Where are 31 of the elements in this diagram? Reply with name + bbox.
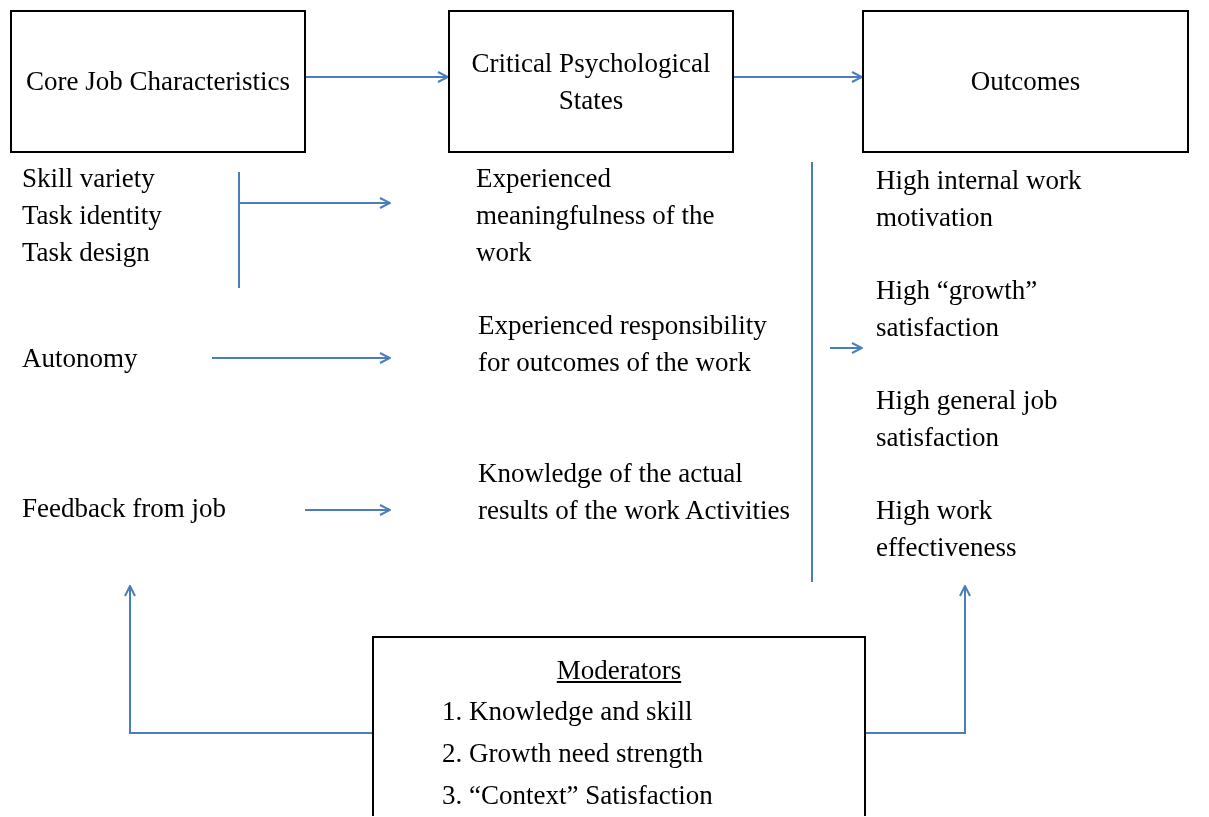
- node-text: Feedback from job: [22, 492, 227, 525]
- arrow: [829, 342, 863, 354]
- box-title: Critical Psychological States: [470, 46, 712, 117]
- process-box: [448, 10, 734, 153]
- outcome-text: High general job satisfaction: [876, 384, 1059, 454]
- box-title: Moderators: [556, 654, 682, 687]
- outcome-text: High internal work motivation: [876, 164, 1083, 234]
- node-text: Knowledge of the actual results of the work Activities: [478, 457, 791, 527]
- list-item: 1. Knowledge and skill: [441, 695, 693, 728]
- process-box: [10, 10, 306, 153]
- arrow: [865, 585, 971, 734]
- arrow: [733, 71, 863, 83]
- arrow: [239, 197, 391, 209]
- node-text: Task design: [22, 236, 151, 269]
- node-text: Autonomy: [22, 342, 139, 375]
- arrow: [305, 71, 449, 83]
- moderators-box: [372, 636, 866, 816]
- process-box: [862, 10, 1189, 153]
- arrow: [304, 504, 391, 516]
- node-text: Skill variety: [22, 162, 156, 195]
- list-item: 3. “Context” Satisfaction: [441, 779, 713, 812]
- box-title: Core Job Characteristics: [26, 65, 290, 98]
- outcome-text: High work effectiveness: [876, 494, 1018, 564]
- box-title: Outcomes: [970, 65, 1081, 98]
- arrow: [124, 585, 373, 734]
- list-item: 2. Growth need strength: [441, 737, 703, 770]
- outcome-text: High “growth” satisfaction: [876, 274, 1039, 344]
- arrow: [211, 352, 391, 364]
- node-text: Experienced meaningfulness of the work: [476, 162, 716, 269]
- node-text: Experienced responsibility for outcomes of the work: [478, 309, 768, 379]
- node-text: Task identity: [22, 199, 163, 232]
